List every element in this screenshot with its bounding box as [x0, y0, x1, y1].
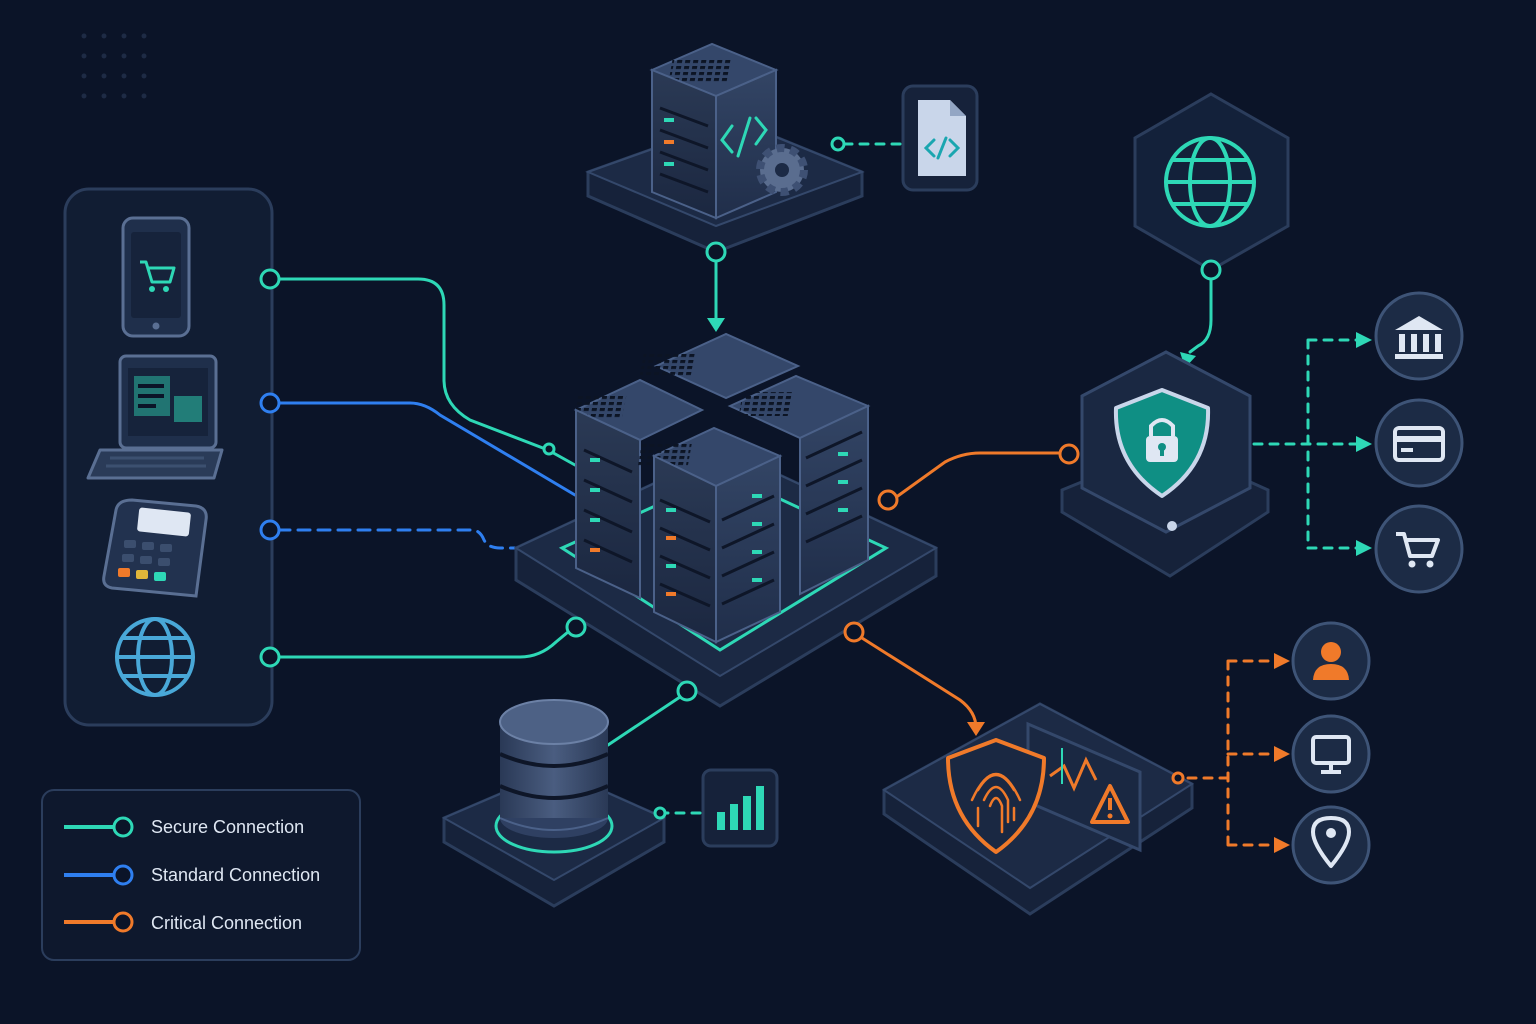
arrowhead — [967, 722, 985, 736]
decorative-dots — [81, 33, 147, 99]
connection-laptop-standard — [276, 401, 577, 497]
bar-chart-icon — [701, 768, 779, 848]
globe-icon — [115, 617, 195, 697]
legend-item-secure: Secure Connection — [64, 816, 304, 838]
monitor-icon — [1291, 714, 1371, 794]
connector-node — [565, 616, 587, 638]
connector-node — [259, 646, 281, 668]
location-pin-icon — [1291, 805, 1371, 885]
client-connectors — [259, 268, 281, 668]
globe-icon — [1164, 136, 1256, 228]
database-node — [441, 699, 667, 908]
connector-node — [1200, 259, 1222, 281]
laptop-dashboard-icon — [86, 354, 224, 480]
arrowhead — [1274, 746, 1290, 762]
connector-node — [1171, 771, 1185, 785]
internet-node — [1133, 92, 1290, 281]
connector-node — [259, 519, 281, 541]
user-icon — [1291, 621, 1371, 701]
arrowhead — [1274, 837, 1290, 853]
connector-node — [705, 241, 727, 263]
code-server-node — [585, 42, 865, 263]
connector-node — [1058, 443, 1080, 465]
connection-web-secure — [276, 630, 570, 659]
connection-gateway-endpoints — [1252, 338, 1362, 550]
legend-item-critical: Critical Connection — [64, 911, 302, 933]
credit-card-icon — [1374, 398, 1464, 488]
client-panel — [63, 187, 281, 727]
smartphone-cart-icon — [121, 216, 191, 338]
legend-label-secure: Secure Connection — [151, 817, 304, 837]
legend-label-critical: Critical Connection — [151, 913, 302, 933]
security-monitor-node — [882, 702, 1194, 916]
legend: Secure Connection Standard Connection Cr… — [41, 789, 361, 961]
gateway-node — [1058, 350, 1270, 578]
arrowhead — [1356, 436, 1372, 452]
shield-lock-icon — [1113, 388, 1211, 498]
connection-internet-gateway — [1188, 278, 1213, 354]
arrowhead — [1356, 540, 1372, 556]
server-cluster-icon — [513, 332, 939, 708]
shopping-cart-icon — [1374, 504, 1464, 594]
connector-node — [877, 489, 899, 511]
database-icon — [499, 699, 609, 838]
connector-node — [676, 680, 698, 702]
gear-icon — [756, 144, 808, 196]
connection-core-database — [606, 695, 682, 747]
connector-node — [830, 136, 846, 152]
connector-node — [542, 442, 556, 456]
connection-terminal-standard — [276, 528, 518, 550]
payment-terminal-icon — [102, 498, 208, 598]
arrowhead — [1274, 653, 1290, 669]
connection-phone-secure — [276, 277, 577, 467]
fingerprint-shield-icon — [946, 738, 1046, 854]
connection-core-gateway-critical — [893, 451, 1062, 500]
connection-core-security-critical — [860, 636, 978, 730]
code-icon — [720, 116, 768, 158]
connection-security-endpoints — [1170, 659, 1280, 847]
connector-node — [259, 268, 281, 290]
arrowhead — [1356, 332, 1372, 348]
legend-item-standard: Standard Connection — [64, 864, 320, 886]
code-file-icon — [901, 84, 979, 192]
arrowhead — [707, 318, 725, 332]
warning-icon — [1090, 784, 1130, 824]
bank-icon — [1374, 291, 1464, 381]
connector-node — [843, 621, 865, 643]
connector-node — [653, 806, 667, 820]
legend-label-standard: Standard Connection — [151, 865, 320, 885]
connector-node — [259, 392, 281, 414]
